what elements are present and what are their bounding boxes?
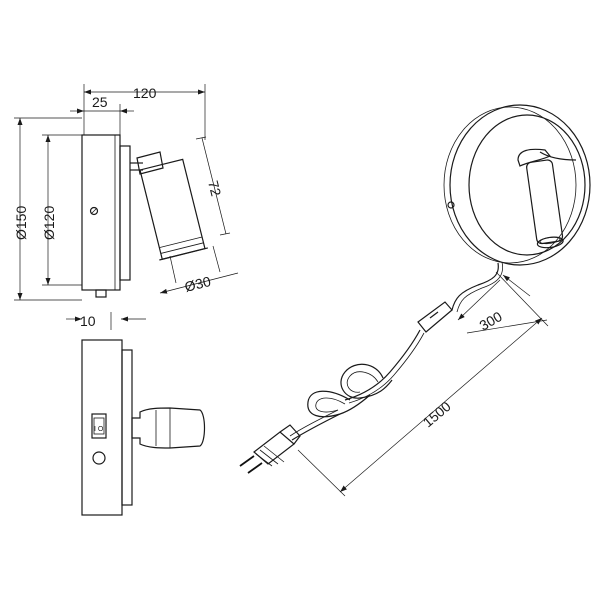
- dim-1500: 1500: [297, 317, 543, 497]
- cable-knot: [289, 363, 393, 441]
- dim-o150: Ø150: [13, 117, 82, 301]
- dim-10: 10: [66, 312, 146, 330]
- dim-10-label: 10: [80, 313, 96, 329]
- dim-72: 72: [195, 136, 231, 236]
- top-knob: [92, 451, 106, 465]
- side-screw-icon: [89, 206, 99, 216]
- svg-text:I O: I O: [94, 426, 104, 433]
- dim-o30: Ø30: [159, 245, 239, 295]
- arm: [539, 151, 577, 161]
- dim-o150-label: Ø150: [13, 206, 29, 240]
- side-pivot: [136, 151, 164, 175]
- pivot: [517, 148, 551, 167]
- inline-switch-icon: [417, 301, 453, 333]
- dim-1500-label: 1500: [420, 398, 454, 430]
- side-mount-ring: [119, 145, 131, 281]
- side-wall-plate: [81, 134, 121, 291]
- dim-25: 25: [70, 94, 134, 135]
- cable-top: [451, 262, 499, 311]
- dim-25-label: 25: [92, 94, 108, 110]
- dim-300-label: 300: [477, 308, 505, 334]
- top-view: I O: [81, 339, 206, 516]
- dim-72-label: 72: [205, 179, 224, 198]
- dim-120: 120: [83, 84, 206, 140]
- dim-o120: Ø120: [41, 134, 82, 286]
- perspective-view: [239, 104, 591, 474]
- wall-disk-back: [443, 106, 577, 264]
- top-mount-ring: [121, 349, 133, 506]
- wall-disk-inner: [468, 114, 586, 256]
- side-view: [81, 134, 209, 298]
- dim-o120-label: Ø120: [41, 206, 57, 240]
- side-lamp-head: [139, 158, 209, 261]
- plug-icon: [239, 424, 301, 474]
- top-lamp-head: [131, 407, 206, 449]
- dim-o30-label: Ø30: [183, 273, 213, 295]
- side-cable-stub: [95, 289, 107, 298]
- plug-prong-1: [239, 455, 255, 467]
- switch-icon: I O: [91, 413, 107, 439]
- lamp-head: [526, 159, 564, 249]
- plug-prong-2: [247, 462, 263, 474]
- disk-screw-icon: [447, 201, 455, 209]
- wall-disk-outer: [449, 104, 591, 266]
- dim-120-label: 120: [133, 85, 157, 101]
